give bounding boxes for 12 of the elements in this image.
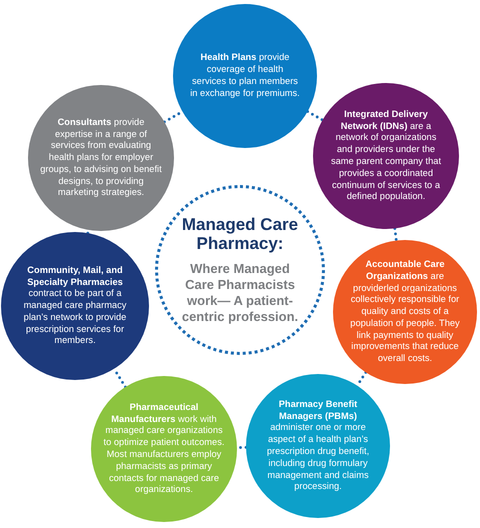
dotted-connector <box>393 227 398 242</box>
description-text: Pharmacy Benefit Managers (PBMs) administer one or more aspect of a health plan’s prescription drug benefit, including drug formulary management and claims processing. <box>266 398 370 494</box>
dotted-connector <box>86 228 90 235</box>
center-subtitle: Where Managed Care Pharmacists work— A patient-centric profession. <box>180 261 300 325</box>
description-text: Health Plans provide coverage of health services to plan members in exchange for premiums. <box>189 52 301 100</box>
description-text: Consultants provide expertise in a range of services from evaluating health plans for employer groups, to advising on benefit designs, to providing marketing strategies. <box>39 116 163 200</box>
description-text: Integrated Delivery Network (IDNs) are a network of organizations and providers under the same parent company that provides a coordinated continuum of services to a defined population. <box>330 108 442 204</box>
description-text: Community, Mail, and Specialty Pharmacies contract to be part of a managed care pharmacy plan’s network to provide prescription services for members. <box>22 264 128 348</box>
dotted-connector <box>306 110 324 122</box>
description-text: Accountable Care Organizations are providerled organizations collectively responsible for quality and costs of a population of people. They link payments to quality improvements that reduce overall costs. <box>349 258 461 366</box>
center-title: Managed Care Pharmacy: <box>180 215 300 254</box>
description-text: Pharmaceutical Manufacturers work with managed care organizations to optimize patient outcomes. Most manufacturers employ pharmacists as primary contacts for managed care organizations. <box>102 402 226 496</box>
